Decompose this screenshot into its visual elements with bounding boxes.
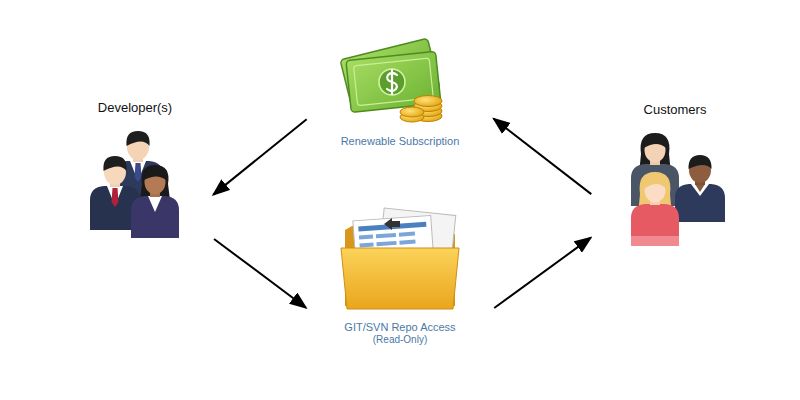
item-caption: Renewable Subscription bbox=[341, 135, 460, 148]
repo-access-item: GIT/SVN Repo Access(Read-Only) bbox=[330, 205, 470, 347]
subscription-item: Renewable Subscription bbox=[330, 42, 470, 150]
flow-arrow bbox=[494, 119, 592, 194]
developer-icon bbox=[90, 131, 179, 238]
item-note: (Read-Only) bbox=[373, 334, 427, 345]
group-label: Developer(s) bbox=[98, 100, 172, 116]
item-caption: GIT/SVN Repo Access bbox=[344, 321, 455, 334]
folder-icon bbox=[341, 208, 459, 309]
flow-arrow bbox=[213, 119, 306, 194]
group-label: Customers bbox=[644, 102, 707, 118]
developer-group: Developer(s) bbox=[80, 98, 190, 248]
customer-icon bbox=[631, 133, 725, 246]
flow-arrow bbox=[494, 238, 591, 308]
customer-group: Customers bbox=[615, 100, 735, 250]
money-icon bbox=[340, 38, 442, 122]
flow-arrow bbox=[214, 239, 306, 308]
